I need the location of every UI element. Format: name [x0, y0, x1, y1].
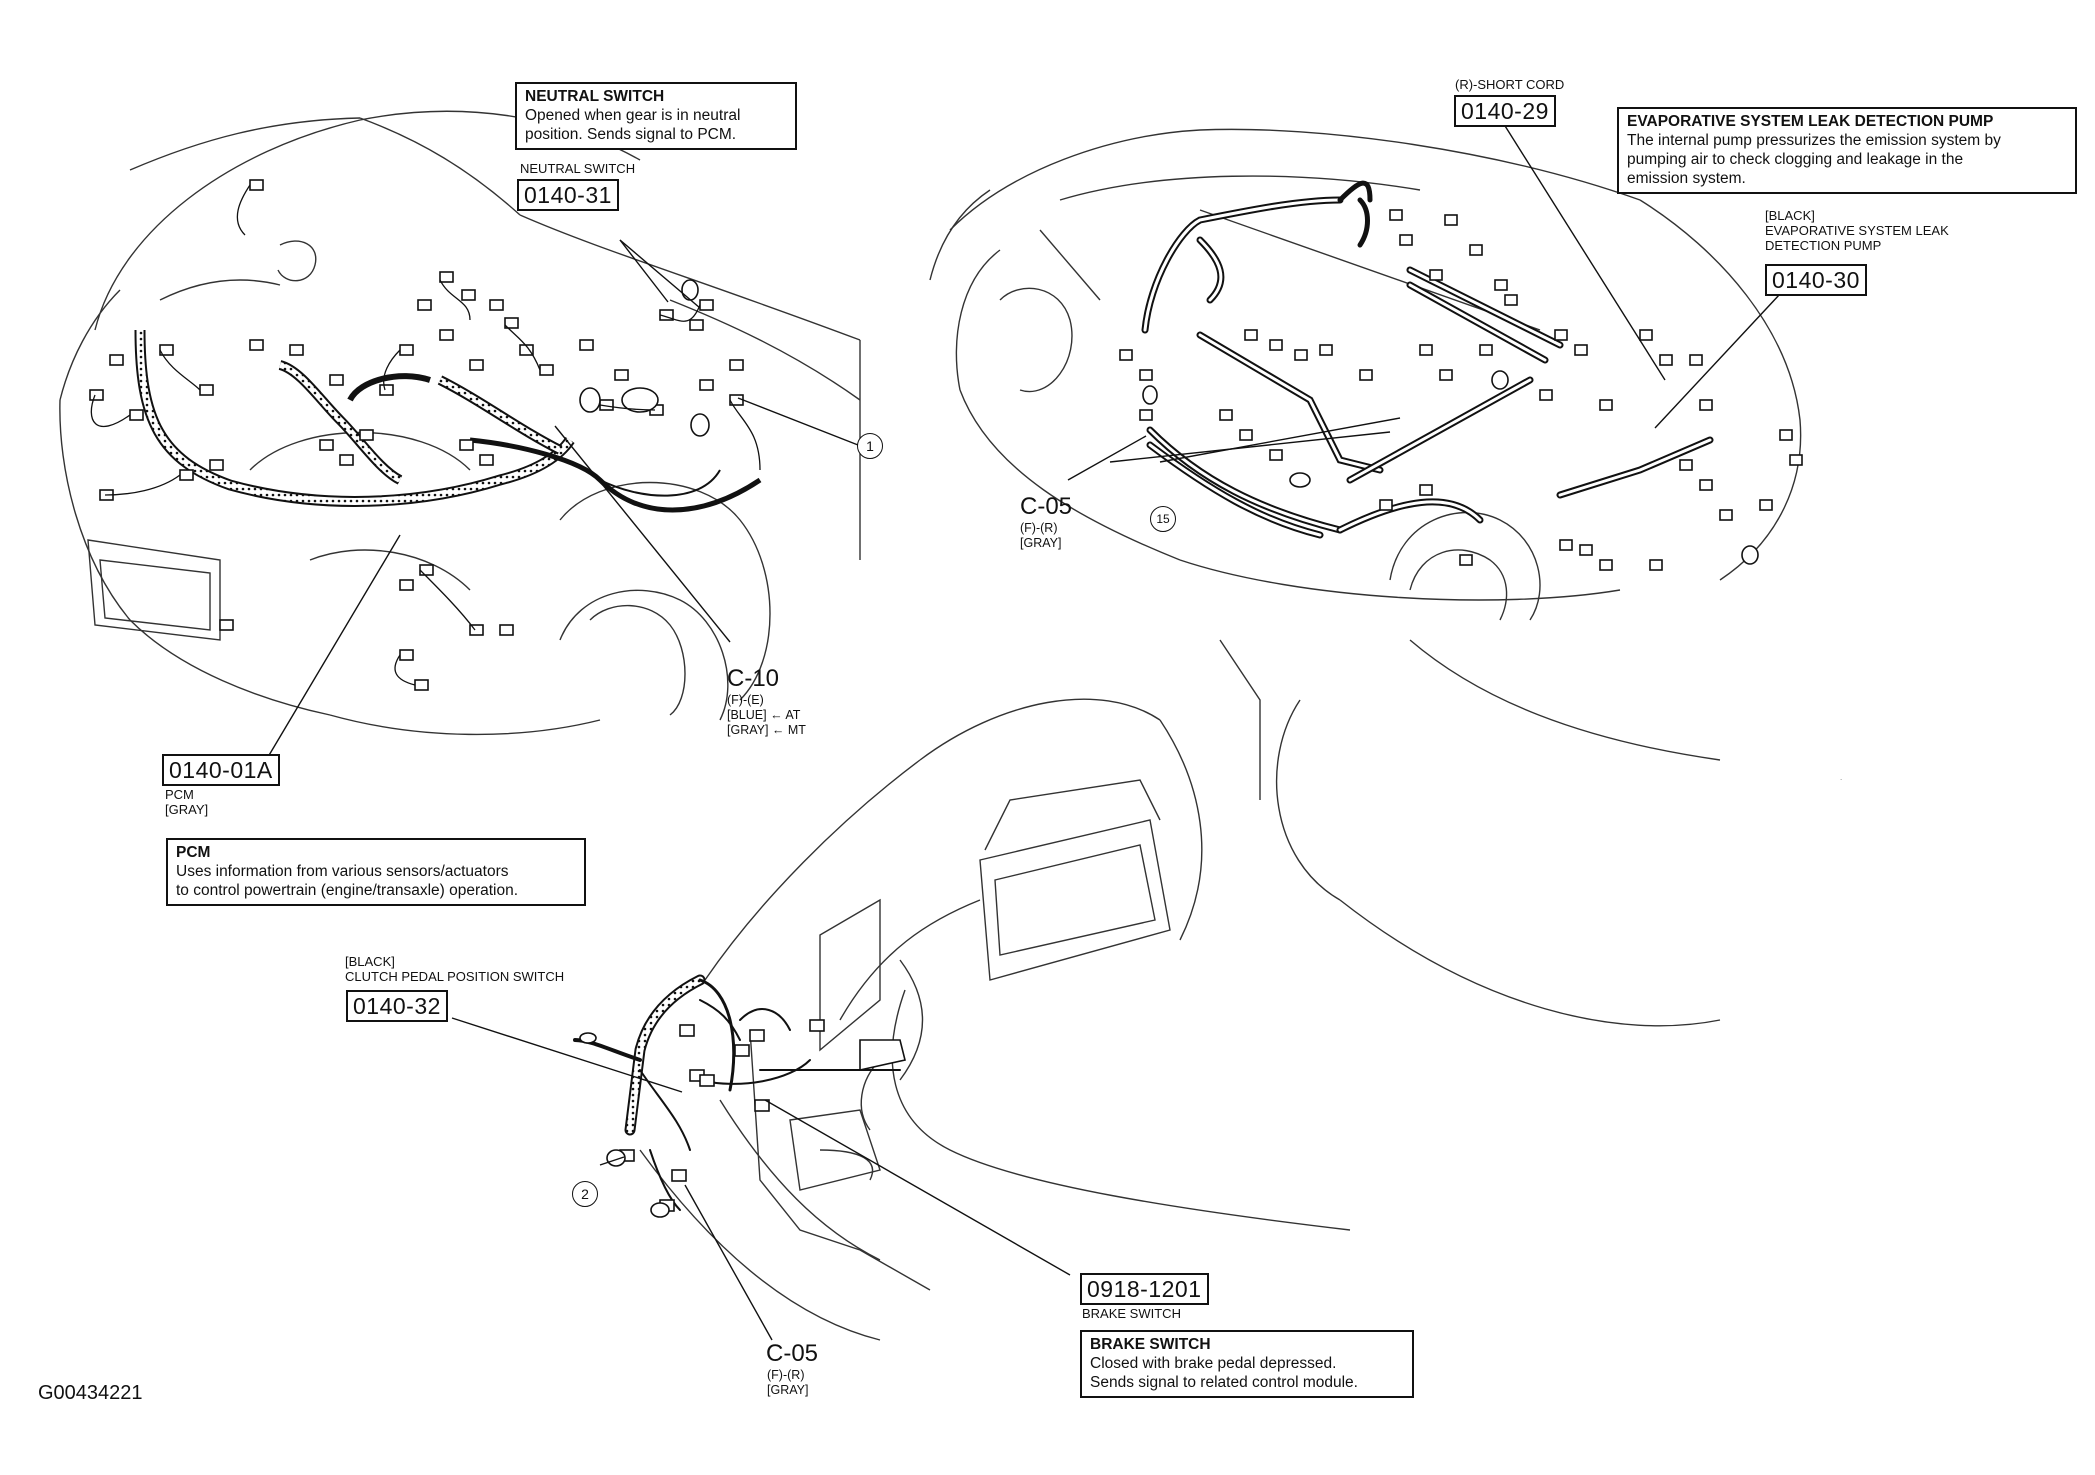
- pcm-label: PCM [GRAY]: [165, 787, 209, 817]
- callout-2: 2: [572, 1181, 598, 1207]
- callout-15: 15: [1150, 506, 1176, 532]
- interior-harness: [573, 974, 901, 1211]
- evap-pump-title: EVAPORATIVE SYSTEM LEAK DETECTION PUMP: [1627, 113, 1994, 130]
- pcm-description: Uses information from various sensors/ac…: [176, 863, 519, 899]
- brake-switch-label: BRAKE SWITCH: [1082, 1306, 1181, 1321]
- connector-c05-top-name: C-05: [1020, 493, 1073, 520]
- brake-switch-title: BRAKE SWITCH: [1090, 1336, 1211, 1353]
- interior-connectors: [579, 1019, 906, 1218]
- connector-c10-name: C-10: [727, 665, 780, 692]
- callout-1: 1: [857, 433, 883, 459]
- connector-c05-bottom-detail: (F)-(R) [GRAY]: [767, 1368, 809, 1397]
- neutral-switch-description: Opened when gear is in neutral position.…: [525, 107, 741, 143]
- neutral-switch-infobox: NEUTRAL SWITCH Opened when gear is in ne…: [515, 82, 797, 150]
- connector-code-0140-29: 0140-29: [1454, 95, 1556, 127]
- connector-code-0140-30: 0140-30: [1765, 264, 1867, 296]
- rear-connectors: [1119, 209, 1803, 571]
- pcm-infobox: PCM Uses information from various sensor…: [166, 838, 586, 906]
- front-harness: [134, 329, 762, 513]
- clutch-switch-label: [BLACK] CLUTCH PEDAL POSITION SWITCH: [345, 954, 565, 984]
- evap-pump-infobox: EVAPORATIVE SYSTEM LEAK DETECTION PUMP T…: [1617, 107, 2077, 194]
- front-connectors: [89, 179, 744, 691]
- short-cord-label: (R)-SHORT CORD: [1455, 77, 1565, 92]
- front-car-body: [59, 110, 861, 736]
- figure-id: G00434221: [38, 1382, 143, 1404]
- brake-switch-description: Closed with brake pedal depressed. Sends…: [1090, 1355, 1358, 1391]
- connector-code-0918-1201: 0918-1201: [1080, 1273, 1209, 1305]
- leader-lines: [264, 109, 1781, 1341]
- brake-switch-infobox: BRAKE SWITCH Closed with brake pedal dep…: [1080, 1330, 1414, 1398]
- evap-pump-description: The internal pump pressurizes the emissi…: [1627, 132, 2001, 187]
- evap-pump-label: [BLACK] EVAPORATIVE SYSTEM LEAK DETECTIO…: [1765, 208, 1949, 253]
- pcm-title: PCM: [176, 844, 211, 861]
- connector-code-0140-32: 0140-32: [346, 990, 448, 1022]
- svg-text:.: .: [1840, 773, 1842, 782]
- rear-harness: [1141, 180, 1714, 539]
- connector-c05-top-detail: (F)-(R) [GRAY]: [1020, 521, 1062, 550]
- neutral-switch-title: NEUTRAL SWITCH: [525, 88, 665, 105]
- connector-c05-bottom-name: C-05: [766, 1340, 819, 1367]
- neutral-switch-label: NEUTRAL SWITCH: [520, 161, 636, 176]
- interior-body: [639, 639, 1721, 1341]
- connector-code-0140-01a: 0140-01A: [162, 754, 280, 786]
- front-wires: [90, 184, 761, 686]
- connector-c10-detail: (F)-(E) [BLUE] ← AT [GRAY] ← MT: [727, 693, 806, 737]
- connector-code-0140-31: 0140-31: [517, 179, 619, 211]
